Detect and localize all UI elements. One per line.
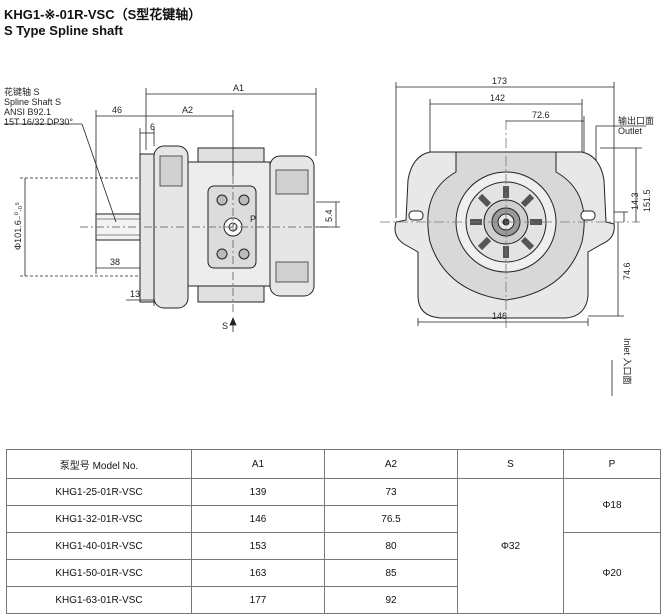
table-row: KHG1-25-01R-VSC 139 73 Φ32 Φ18 — [6, 478, 661, 614]
cell-a2: 76.5 — [324, 505, 458, 533]
dim-a1: A1 — [233, 83, 244, 93]
page-title: KHG1-※-01R-VSC（S型花键轴） — [4, 7, 202, 22]
spline-note: 花键轴 S Spline Shaft S ANSI B92.1 15T 16/3… — [4, 86, 73, 127]
spline-note-line-2: Spline Shaft S — [4, 97, 61, 107]
model-table: 泵型号 Model No. A1 A2 S P KHG1-25-01R-VSC … — [6, 449, 661, 614]
dim-6: 6 — [150, 122, 155, 132]
port-label-s: S — [222, 321, 228, 331]
cell-s: Φ32 — [457, 478, 564, 614]
table-row: KHG1-32-01R-VSC 146 76.5 — [6, 505, 661, 533]
dim-5-4: 5.4 — [324, 209, 334, 222]
side-dimensions — [4, 88, 340, 332]
cell-a1: 163 — [191, 559, 325, 587]
dim-146: 146 — [492, 311, 507, 321]
dim-173: 173 — [492, 76, 507, 86]
dim-46: 46 — [112, 105, 122, 115]
spline-note-line-3: ANSI B92.1 — [4, 107, 51, 117]
header-model: 泵型号 Model No. — [6, 449, 192, 479]
cell-a2: 85 — [324, 559, 458, 587]
cell-a2: 80 — [324, 532, 458, 560]
cell-p-2: Φ20 — [563, 532, 661, 614]
dim-151-5: 151.5 — [642, 189, 652, 212]
outlet-label-cn: 输出口面 — [618, 115, 654, 126]
dim-74-6: 74.6 — [622, 262, 632, 280]
cell-model: KHG1-50-01R-VSC — [6, 559, 192, 587]
cell-model: KHG1-63-01R-VSC — [6, 586, 192, 614]
page-subtitle: S Type Spline shaft — [4, 23, 123, 38]
cell-p-1: Φ18 — [563, 478, 661, 533]
outlet-label-en: Outlet — [618, 126, 643, 136]
cell-a1: 153 — [191, 532, 325, 560]
cell-model: KHG1-25-01R-VSC — [6, 478, 192, 506]
dim-phi-101-6: Φ101.6₋⁰.₀⁵ — [13, 202, 23, 250]
table-row: KHG1-50-01R-VSC 163 85 — [6, 559, 661, 587]
cell-a2: 73 — [324, 478, 458, 506]
dim-13: 13 — [130, 289, 140, 299]
dim-72-6: 72.6 — [532, 110, 550, 120]
cell-a1: 139 — [191, 478, 325, 506]
inlet-label: Inlet 入口面 — [622, 338, 632, 385]
table-row: KHG1-63-01R-VSC 177 92 — [6, 586, 661, 614]
port-label-p: P — [250, 214, 256, 224]
dim-38: 38 — [110, 257, 120, 267]
table-row: KHG1-40-01R-VSC 153 80 Φ20 — [6, 532, 661, 614]
front-dimensions — [395, 82, 646, 396]
cell-a2: 92 — [324, 586, 458, 614]
front-centerlines — [380, 120, 640, 330]
header-s: S — [457, 449, 564, 479]
mounting-flange — [139, 153, 155, 303]
cell-model: KHG1-40-01R-VSC — [6, 532, 192, 560]
spline-note-line-1: 花键轴 S — [4, 86, 40, 97]
cell-a1: 146 — [191, 505, 325, 533]
header-a1: A1 — [191, 449, 325, 479]
cell-a1: 177 — [191, 586, 325, 614]
front-view — [394, 151, 615, 319]
header-p: P — [563, 449, 661, 479]
dim-14-3: 14.3 — [630, 192, 640, 210]
dim-a2: A2 — [182, 105, 193, 115]
table-header-row: 泵型号 Model No. A1 A2 S P — [6, 449, 661, 479]
header-a2: A2 — [324, 449, 458, 479]
dim-142: 142 — [490, 93, 505, 103]
side-view — [80, 145, 330, 312]
cell-model: KHG1-32-01R-VSC — [6, 505, 192, 533]
spline-note-line-4: 15T 16/32 DP30° — [4, 117, 73, 127]
technical-drawing: 花键轴 S Spline Shaft S ANSI B92.1 15T 16/3… — [4, 76, 654, 396]
